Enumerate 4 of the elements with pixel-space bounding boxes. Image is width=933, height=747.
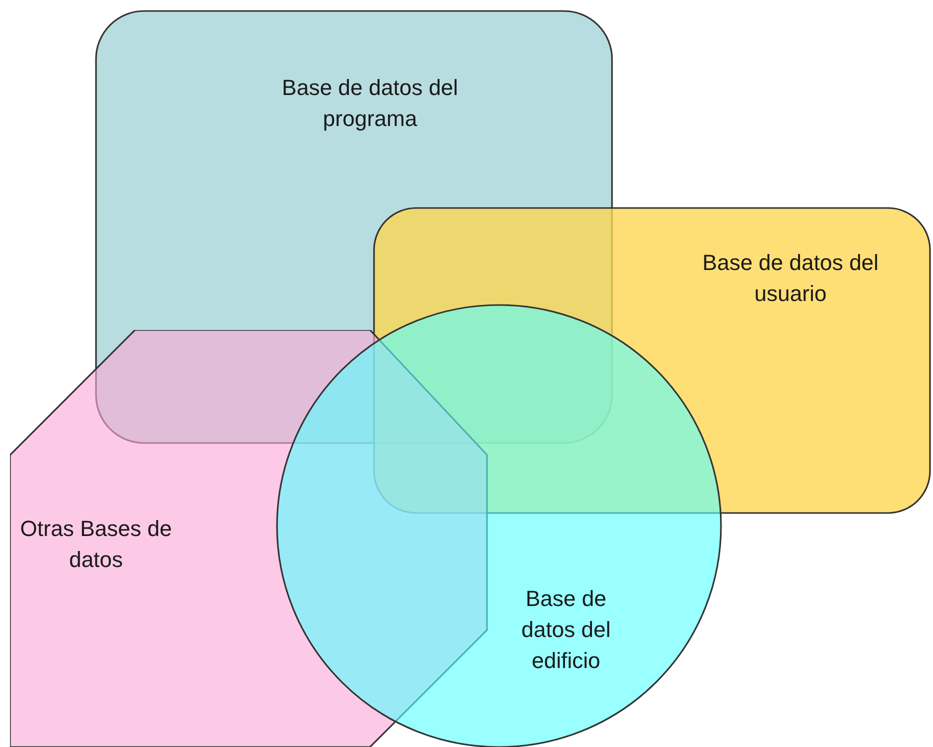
node-label: Base de datos del usuario — [701, 249, 880, 308]
node-label: Otras Bases de datos — [19, 515, 173, 574]
node-label: Base de datos del programa — [280, 74, 460, 133]
node-label: Base de datos del edificio — [520, 585, 612, 675]
